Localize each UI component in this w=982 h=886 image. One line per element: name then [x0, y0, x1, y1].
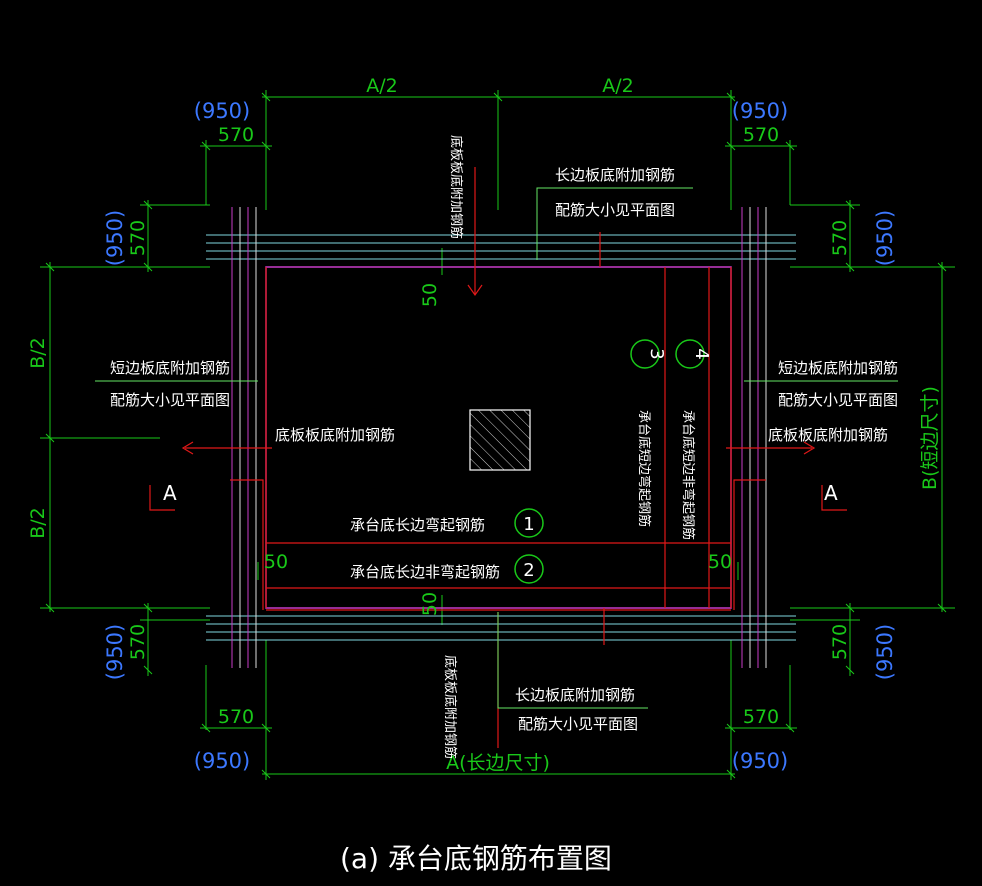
top-vertical-bar-label: 底板板底附加钢筋 [448, 135, 464, 239]
bubble-1-number: 1 [523, 514, 534, 535]
main-rebars [149, 167, 847, 748]
bubble-2-number: 2 [523, 560, 534, 581]
dim-right-top-outer: (950) [873, 210, 897, 266]
bubble-4-circle [675, 339, 705, 369]
bottom-vertical-bar-label: 底板板底附加钢筋 [442, 655, 458, 759]
dim-left-half-bottom: B/2 [27, 507, 49, 539]
dim-top-right-inner: 570 [743, 124, 779, 146]
drawing-caption: (a) 承台底钢筋布置图 [340, 842, 612, 875]
right-short-note-line2: 配筋大小见平面图 [778, 391, 898, 409]
dim-bottom-right-outer: (950) [732, 749, 788, 773]
bubbles [514, 339, 705, 584]
section-mark-right: A [824, 481, 838, 505]
bottom-long-note-line2: 配筋大小见平面图 [518, 715, 638, 733]
bubble-4-number: 4 [691, 348, 712, 359]
dim-bottom-left-outer: (950) [194, 749, 250, 773]
dim-top-right-outer: (950) [732, 99, 788, 123]
dim-cover-right: 50 [708, 551, 732, 573]
top-long-note-line2: 配筋大小见平面图 [555, 201, 675, 219]
bubble-3-number: 3 [646, 348, 667, 359]
side-strip-bars [231, 207, 767, 668]
bar1-label: 承台底长边弯起钢筋 [350, 516, 485, 534]
dim-left-bottom-inner: 570 [127, 624, 149, 660]
column-hatch [469, 409, 531, 471]
bar3-label: 承台底短边弯起钢筋 [636, 410, 652, 527]
cyan-strip-bars [206, 234, 796, 641]
left-short-note-line2: 配筋大小见平面图 [110, 391, 230, 409]
dim-bottom-right-inner: 570 [743, 706, 779, 728]
dim-left-top-outer: (950) [103, 210, 127, 266]
dimension-lines [45, 92, 947, 779]
dim-right-top-inner: 570 [829, 220, 851, 256]
top-long-note-line1: 长边板底附加钢筋 [555, 166, 675, 184]
dim-left-top-inner: 570 [127, 220, 149, 256]
bubble-1-circle [514, 508, 544, 538]
extension-lines [40, 90, 955, 780]
dim-left-bottom-outer: (950) [103, 624, 127, 680]
dim-right-bottom-outer: (950) [873, 624, 897, 680]
dim-bottom-left-inner: 570 [218, 706, 254, 728]
dim-left-half-top: B/2 [27, 337, 49, 369]
dim-cover-left: 50 [264, 551, 288, 573]
leader-lines [95, 187, 898, 709]
bubble-3-circle [630, 339, 660, 369]
bar2-label: 承台底长边非弯起钢筋 [350, 563, 500, 581]
left-short-note-line1: 短边板底附加钢筋 [110, 359, 230, 377]
bubble-2-circle [514, 554, 544, 584]
dim-top-half-right: A/2 [602, 75, 634, 97]
dim-cover-top: 50 [419, 283, 441, 307]
bar4-label: 承台底短边非弯起钢筋 [680, 410, 696, 540]
dim-right-bottom-inner: 570 [829, 624, 851, 660]
dim-bottom-total: A(长边尺寸) [446, 752, 550, 774]
dim-top-left-outer: (950) [194, 99, 250, 123]
dim-top-half-left: A/2 [366, 75, 398, 97]
dim-cover-bottom: 50 [419, 592, 441, 616]
bottom-long-note-line1: 长边板底附加钢筋 [515, 686, 635, 704]
right-side-bar-label: 底板板底附加钢筋 [768, 426, 888, 444]
dim-top-left-inner: 570 [218, 124, 254, 146]
dim-right-total: B(短边尺寸) [919, 386, 941, 490]
right-short-note-line1: 短边板底附加钢筋 [778, 359, 898, 377]
left-side-bar-label: 底板板底附加钢筋 [275, 426, 395, 444]
section-mark-left: A [163, 481, 177, 505]
